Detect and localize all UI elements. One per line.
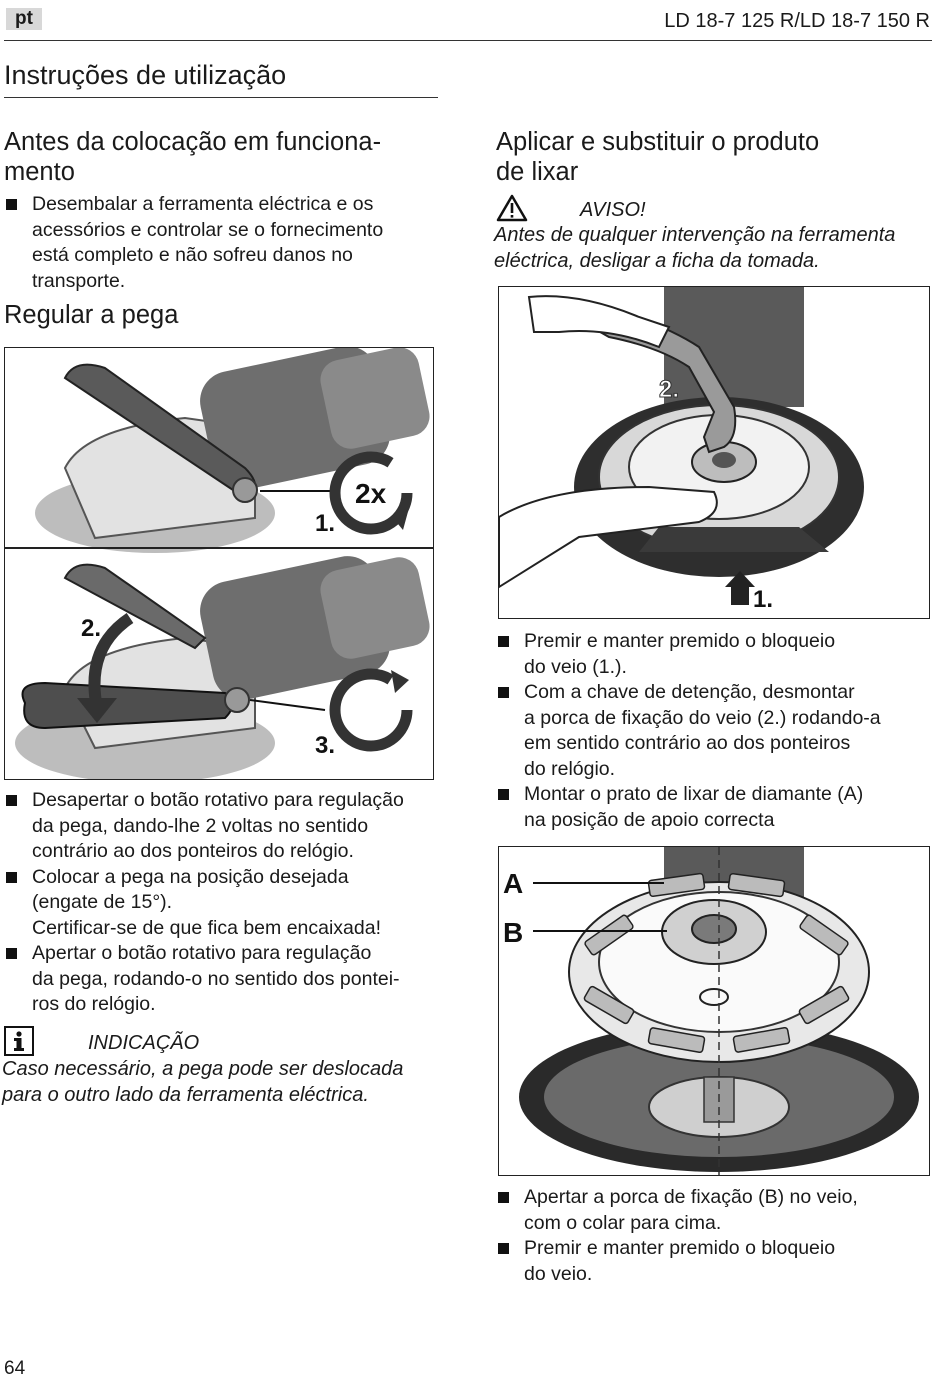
list-item: Apertar a porca de fixação (B) no veio, … <box>496 1185 936 1236</box>
spindle-nut-list: Premir e manter premido o bloqueio do ve… <box>496 629 936 833</box>
note-text: Caso necessário, a pega pode ser desloca… <box>2 1058 404 1106</box>
warning-text: Antes de qualquer intervenção na ferrame… <box>494 224 896 272</box>
grinder-top-image <box>35 348 430 553</box>
before-operation-list: Desembalar a ferramenta eléctrica e os a… <box>4 192 444 294</box>
diamond-plate-illustration: A B <box>503 847 919 1175</box>
spindle-nut-figure: 2. 1. <box>498 286 930 619</box>
language-tag: pt <box>6 8 42 30</box>
label-b: B <box>503 917 523 948</box>
spindle-illustration: 2. 1. <box>499 287 864 613</box>
info-icon <box>4 1026 34 1056</box>
list-item: Apertar o botão rotativo para regulação … <box>4 941 444 1018</box>
apply-abrasive-heading: Aplicar e substituir o produto de lixar <box>496 128 820 186</box>
note-heading: INDICAÇÃO <box>88 1032 200 1054</box>
model-name: LD 18-7 125 R/LD 18-7 150 R <box>664 10 930 32</box>
label-a: A <box>503 868 523 899</box>
step-1-label: 1. <box>315 510 335 537</box>
step-3-label: 3. <box>315 732 335 759</box>
grinder-illustration: 1. 2x 2. 3. <box>5 348 433 779</box>
fixing-nut-list: Apertar a porca de fixação (B) no veio, … <box>496 1185 936 1287</box>
section-rule <box>4 97 438 98</box>
warning-heading: AVISO! <box>580 199 646 221</box>
list-item: Com a chave de detenção, desmontar a por… <box>496 680 936 782</box>
list-item: Desembalar a ferramenta eléctrica e os a… <box>4 192 444 294</box>
list-item: Desapertar o botão rotativo para regulaç… <box>4 788 444 865</box>
step-2-label: 2. <box>659 376 679 403</box>
grinder-bottom-image <box>15 556 430 779</box>
section-title: Instruções de utilização <box>4 60 287 90</box>
step-2-label: 2. <box>81 615 101 642</box>
handle-adjust-figure: 1. 2x 2. 3. <box>4 347 434 780</box>
list-item: Montar o prato de lixar de diamante (A) … <box>496 782 936 833</box>
diamond-plate-figure: A B <box>498 846 930 1176</box>
turns-label: 2x <box>355 478 387 509</box>
before-operation-heading: Antes da colocação em funciona- mento <box>4 128 382 186</box>
page-number: 64 <box>4 1358 26 1379</box>
warning-triangle-icon <box>496 194 528 222</box>
list-item: Colocar a pega na posição desejada (enga… <box>4 865 444 942</box>
list-item: Premir e manter premido o bloqueio do ve… <box>496 629 936 680</box>
adjust-handle-heading: Regular a pega <box>4 301 179 329</box>
header-rule <box>4 40 932 41</box>
adjust-handle-list: Desapertar o botão rotativo para regulaç… <box>4 788 444 1018</box>
step-1-label: 1. <box>753 586 773 613</box>
list-item: Premir e manter premido o bloqueio do ve… <box>496 1236 936 1287</box>
